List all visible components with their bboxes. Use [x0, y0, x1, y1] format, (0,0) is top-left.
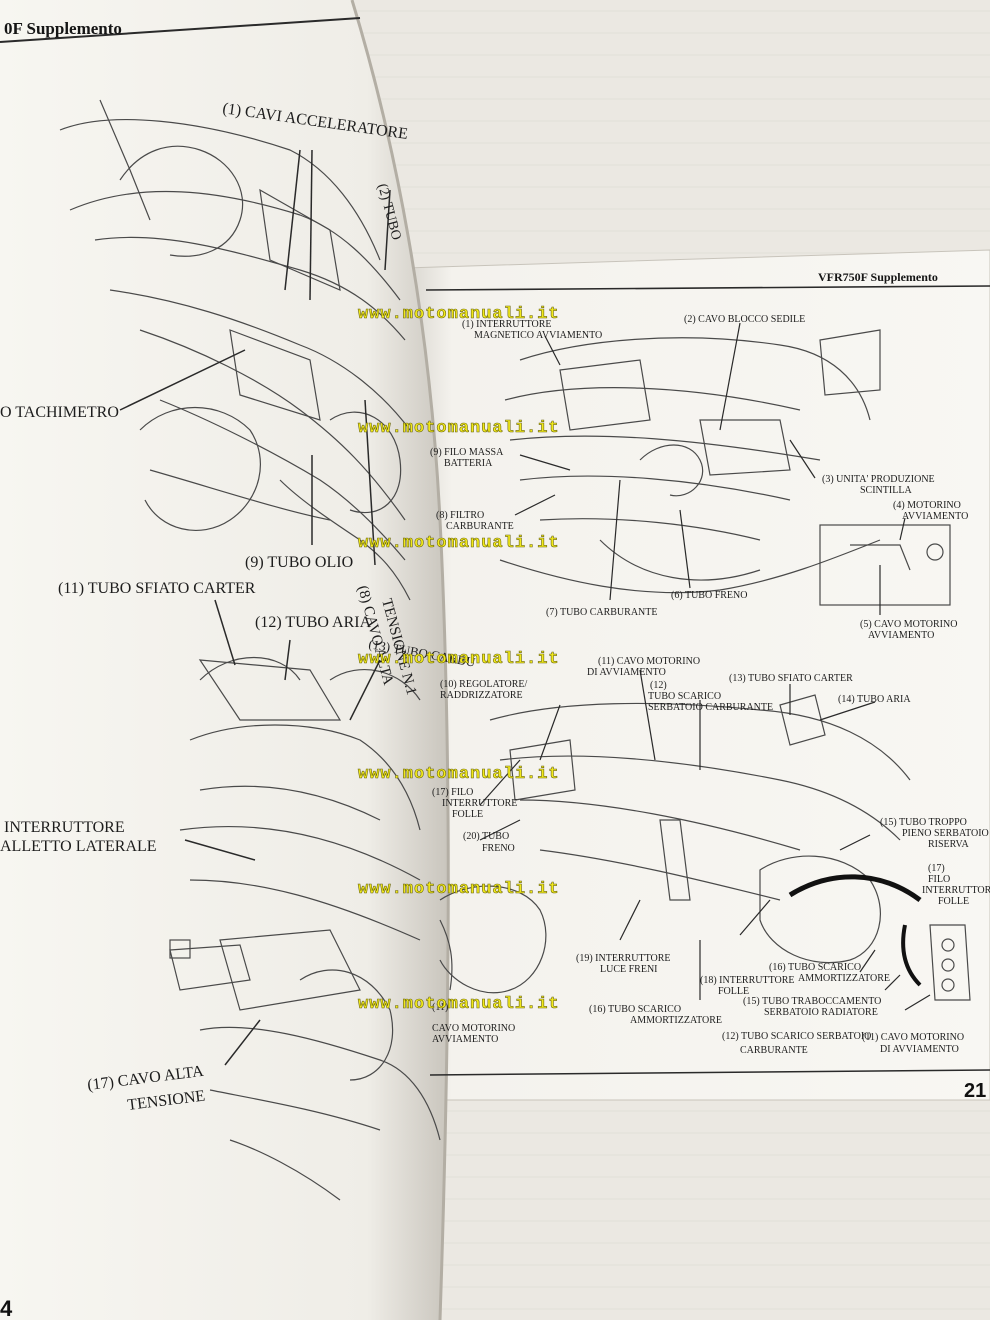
- right-bottom-label-14: FRENO: [482, 843, 515, 854]
- left-page: [0, 0, 449, 1320]
- right-bottom-label-38: DI AVVIAMENTO: [880, 1044, 959, 1055]
- right-bottom-label-10: (17) FILO: [432, 787, 473, 798]
- right-bottom-label-15: (15) TUBO TROPPO: [880, 817, 967, 828]
- right-top-label-4: (9) FILO MASSA: [430, 447, 504, 458]
- left-label-4: (9) TUBO OLIO: [245, 554, 353, 571]
- right-bottom-label-12: FOLLE: [452, 809, 483, 820]
- right-top-label-10: (4) MOTORINO: [893, 500, 961, 511]
- watermarks: www.motomanuali.it www.motomanuali.it ww…: [358, 305, 560, 1015]
- right-page: [404, 249, 990, 1101]
- right-bottom-label-9: (14) TUBO ARIA: [838, 694, 911, 705]
- right-bottom-label-4: (10) REGOLATORE/: [440, 679, 528, 690]
- right-bottom-label-25: FOLLE: [718, 986, 749, 997]
- watermark-3: www.motomanuali.it: [358, 534, 560, 553]
- watermark-2: www.motomanuali.it: [358, 419, 560, 438]
- left-page-number: 4: [0, 1296, 13, 1320]
- right-top-label-15: AVVIAMENTO: [868, 630, 934, 641]
- watermark-5: www.motomanuali.it: [358, 765, 560, 784]
- right-bottom-callouts: (11) CAVO MOTORINO DI AVVIAMENTO (13) TU…: [432, 656, 990, 1056]
- right-top-label-13: (6) TUBO FRENO: [671, 590, 747, 601]
- left-label-11: ALLETTO LATERALE: [0, 838, 157, 855]
- watermark-4: www.motomanuali.it: [358, 650, 560, 669]
- right-top-label-14: (5) CAVO MOTORINO: [860, 619, 957, 630]
- right-bottom-label-20: INTERRUTTORE: [922, 885, 990, 896]
- right-bottom-label-22: (19) INTERRUTTORE: [576, 953, 671, 964]
- right-bottom-label-13: (20) TUBO: [463, 831, 509, 842]
- right-bottom-label-26: (16) TUBO SCARICO: [769, 962, 861, 973]
- right-bottom-label-7: TUBO SCARICO: [648, 691, 721, 702]
- right-bottom-label-11: INTERRUTTORE: [442, 798, 517, 809]
- right-top-label-2: MAGNETICO AVVIAMENTO: [474, 330, 602, 341]
- right-top-label-6: (3) UNITA' PRODUZIONE: [822, 474, 935, 485]
- watermark-1: www.motomanuali.it: [358, 305, 560, 324]
- left-lower-drawing: [169, 599, 441, 1201]
- right-top-label-11: AVVIAMENTO: [902, 511, 968, 522]
- page-edge-shadow: [350, 0, 450, 1320]
- right-bottom-label-24: (18) INTERRUTTORE: [700, 975, 795, 986]
- right-bottom-label-17: RISERVA: [928, 839, 969, 850]
- right-bottom-label-30: (15) TUBO TRABOCCAMENTO: [743, 996, 881, 1007]
- right-top-callouts: (1) INTERRUTTORE MAGNETICO AVVIAMENTO (2…: [430, 314, 968, 641]
- left-header: 0F Supplemento: [0, 17, 361, 43]
- left-label-10: INTERRUTTORE: [4, 819, 125, 836]
- right-top-label-8: (8) FILTRO: [436, 510, 484, 521]
- right-bottom-label-8: SERBATOIO CARBURANTE: [648, 702, 773, 713]
- right-footer: 21: [429, 1069, 990, 1102]
- right-bottom-label-6: (12): [650, 680, 667, 691]
- left-label-8: (12) TUBO ARIA: [255, 614, 372, 631]
- left-label-3: O TACHIMETRO: [0, 404, 119, 421]
- right-top-label-3: (2) CAVO BLOCCO SEDILE: [684, 314, 805, 325]
- right-bottom-label-36: CARBURANTE: [740, 1045, 808, 1056]
- right-top-drawing: [499, 322, 951, 615]
- right-bottom-label-3: (13) TUBO SFIATO CARTER: [729, 673, 853, 684]
- right-page-number: 21: [964, 1080, 986, 1102]
- right-bottom-label-18: (17): [928, 863, 945, 874]
- right-bottom-label-16: PIENO SERBATOIO: [902, 828, 989, 839]
- right-bottom-label-2: DI AVVIAMENTO: [587, 667, 666, 678]
- right-bottom-label-1: (11) CAVO MOTORINO: [598, 656, 700, 667]
- right-top-label-1: (1) INTERRUTTORE: [462, 319, 552, 330]
- right-bottom-label-23: LUCE FRENI: [600, 964, 658, 975]
- right-header: VFR750F Supplemento: [425, 270, 990, 291]
- right-header-text: VFR750F Supplemento: [818, 270, 938, 284]
- right-bottom-label-35: (12) TUBO SCARICO SERBATOIO: [722, 1031, 871, 1042]
- left-label-7: (11) TUBO SFIATO CARTER: [58, 580, 256, 597]
- right-bottom-label-21: FOLLE: [938, 896, 969, 907]
- right-bottom-label-27: AMMORTIZZATORE: [798, 973, 890, 984]
- left-header-text: 0F Supplemento: [4, 19, 122, 38]
- watermark-6: www.motomanuali.it: [358, 880, 560, 899]
- right-bottom-label-5: RADDRIZZATORE: [440, 690, 523, 701]
- right-bottom-label-34: AVVIAMENTO: [432, 1034, 498, 1045]
- right-bottom-label-29: AMMORTIZZATORE: [630, 1015, 722, 1026]
- right-top-label-12: (7) TUBO CARBURANTE: [546, 607, 657, 618]
- right-bottom-label-32: (11): [432, 1002, 448, 1013]
- right-bottom-label-31: SERBATOIO RADIATORE: [764, 1007, 878, 1018]
- watermark-7: www.motomanuali.it: [358, 995, 560, 1014]
- left-upper-drawing: [59, 99, 411, 601]
- right-bottom-label-37: (11) CAVO MOTORINO: [862, 1032, 964, 1043]
- right-bottom-label-19: FILO: [928, 874, 950, 885]
- right-bottom-label-33: CAVO MOTORINO: [432, 1023, 515, 1034]
- right-bottom-label-28: (16) TUBO SCARICO: [589, 1004, 681, 1015]
- right-top-label-9: CARBURANTE: [446, 521, 514, 532]
- right-top-label-7: SCINTILLA: [860, 485, 912, 496]
- right-top-label-5: BATTERIA: [444, 458, 493, 469]
- right-bottom-drawing: [439, 669, 971, 1011]
